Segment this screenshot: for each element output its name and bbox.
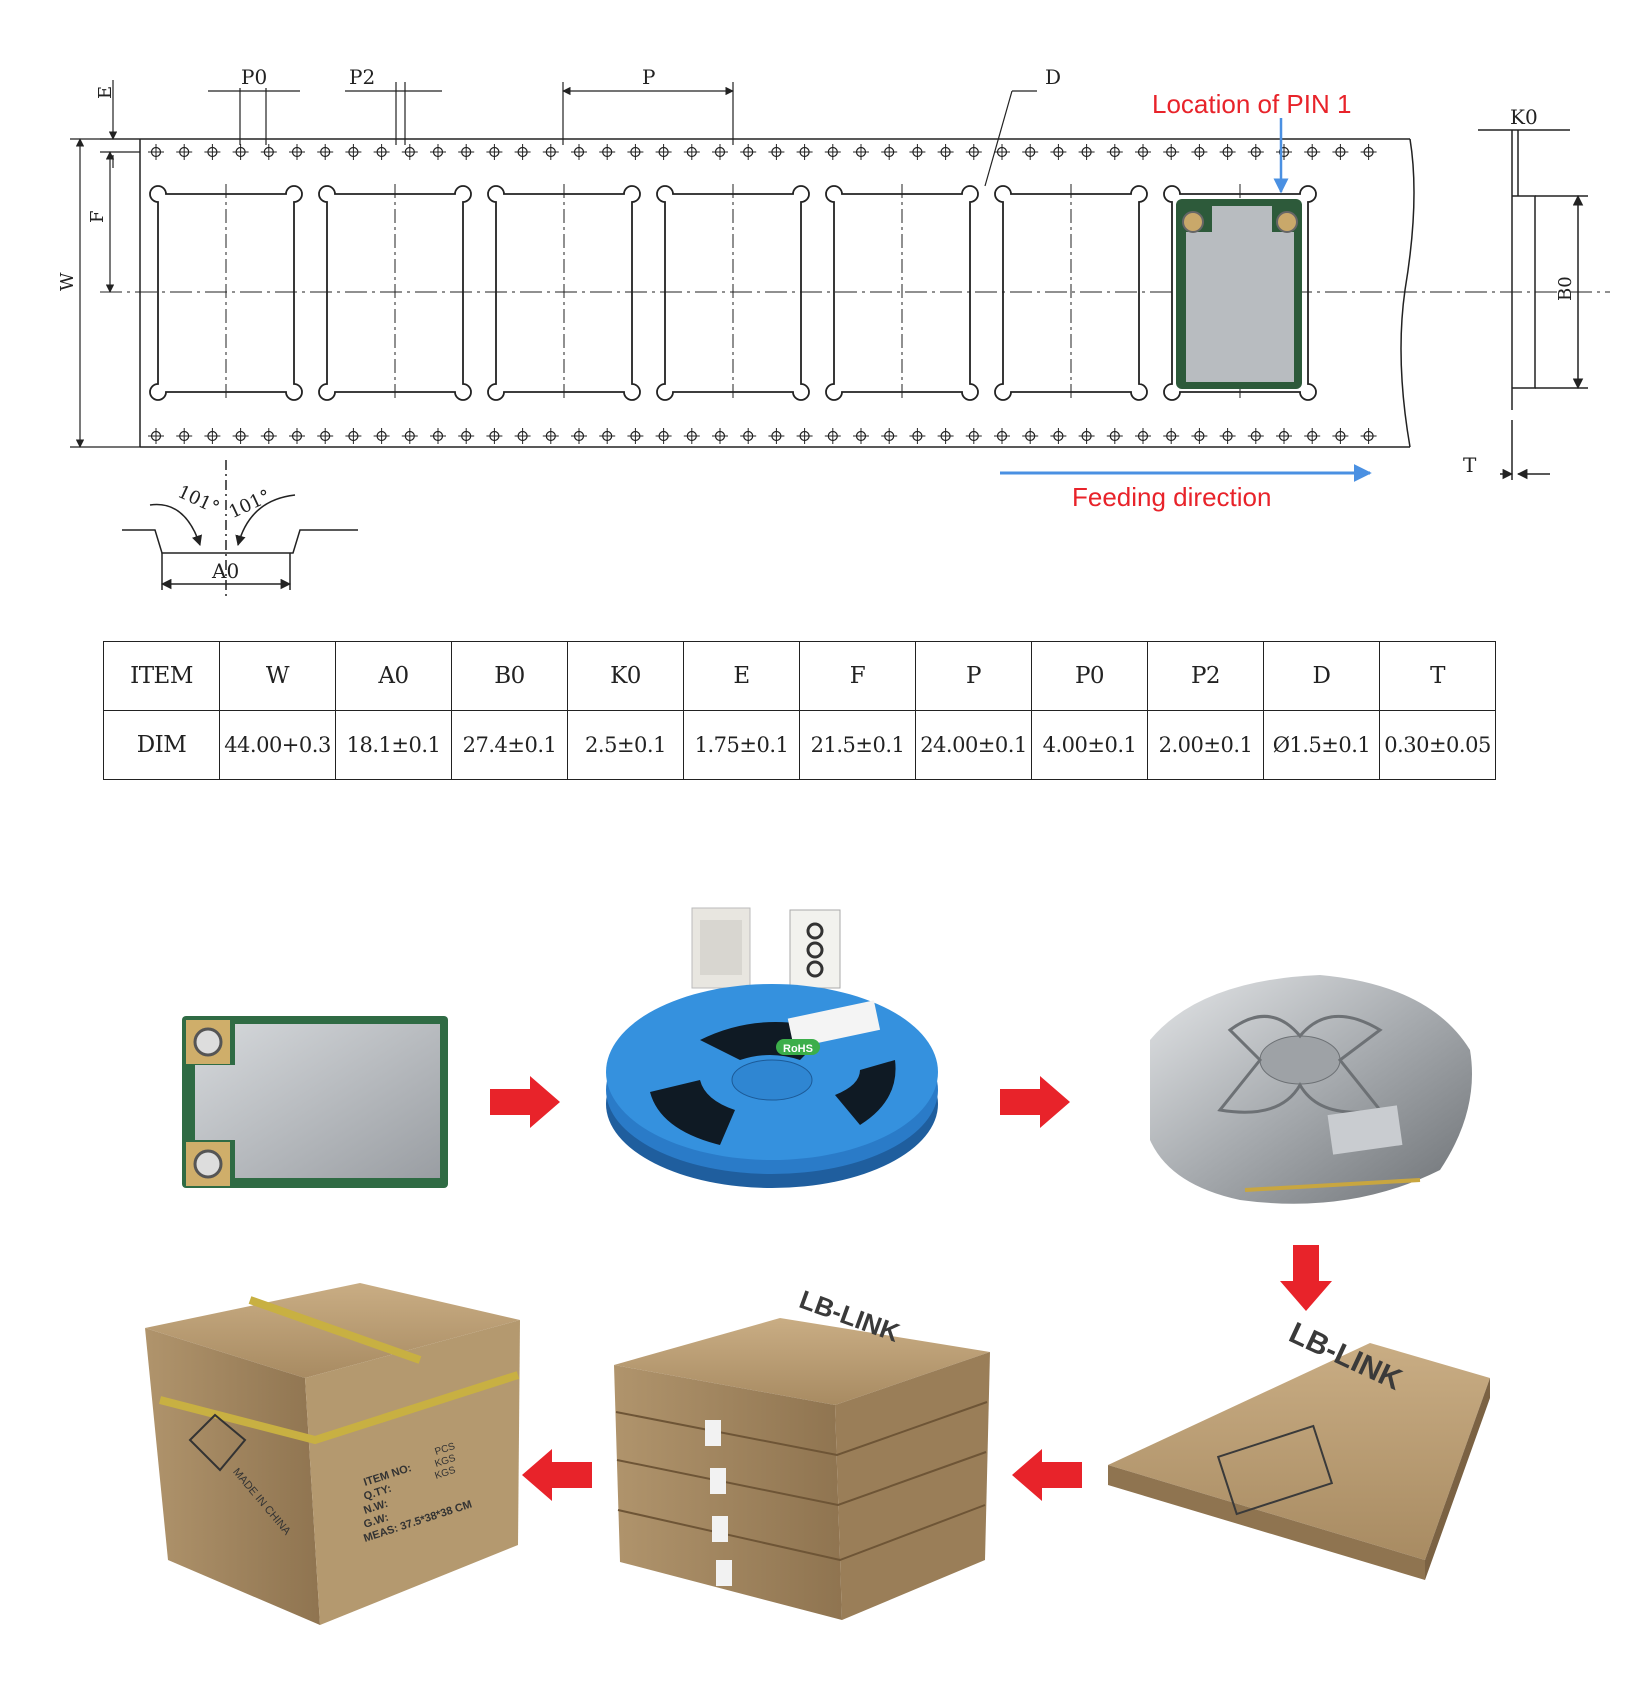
label-P0: P0 — [241, 65, 267, 89]
wifi-module-image — [182, 1016, 448, 1188]
tape-side-profile — [1478, 129, 1588, 480]
table-value-k0: 2.5±0.1 — [567, 710, 684, 780]
tape-pocket — [994, 185, 1148, 401]
arrow-left-icon — [1012, 1449, 1082, 1501]
arrow-left-icon — [522, 1449, 592, 1501]
inner-box-image: LB-LINK — [1108, 1316, 1490, 1580]
humidity-card-image — [789, 909, 841, 989]
carton-label-unit: KGS — [434, 1453, 458, 1470]
table-header-item: ITEM — [103, 641, 220, 711]
tape-pocket — [1163, 185, 1317, 401]
sealed-reel-image — [1150, 975, 1472, 1204]
label-D: D — [1045, 65, 1061, 89]
table-value-e: 1.75±0.1 — [683, 710, 800, 780]
label-E: E — [95, 86, 116, 99]
top-dimensions — [70, 80, 1037, 448]
carton-label-text: ITEM NO:Q.TY:N.W:G.W:MEAS: 37.5*38*38 CM… — [362, 1441, 473, 1545]
tape-pockets — [149, 184, 1317, 402]
pin1-label: Location of PIN 1 — [1152, 89, 1351, 119]
carton-label-unit: KGS — [434, 1465, 458, 1482]
stacked-box-brand: LB-LINK — [796, 1284, 904, 1348]
table-header-d: D — [1263, 641, 1380, 711]
table-value-d: Ø1.5±0.1 — [1263, 710, 1380, 780]
carton-label-unit: PCS — [434, 1441, 457, 1458]
table-header-b0: B0 — [451, 641, 568, 711]
table-value-a0: 18.1±0.1 — [335, 710, 452, 780]
carton-label-line: N.W: — [362, 1498, 389, 1517]
sprocket-holes-bottom — [148, 428, 1377, 444]
label-P2: P2 — [349, 65, 375, 89]
pocket-cross-section — [122, 460, 358, 600]
table-header-p2: P2 — [1147, 641, 1264, 711]
carton-side-text: MADE IN CHINA — [230, 1466, 293, 1538]
inner-box-brand: LB-LINK — [1284, 1316, 1407, 1397]
table-value-b0: 27.4±0.1 — [451, 710, 568, 780]
shipping-carton-image: MADE IN CHINA ITEM NO:Q.TY:N.W:G.W:MEAS:… — [145, 1283, 520, 1625]
table-header-t: T — [1379, 641, 1496, 711]
carton-label-line: ITEM NO: — [362, 1462, 413, 1489]
tape-pocket — [149, 185, 303, 401]
blue-reel-image: RoHS — [606, 984, 938, 1188]
label-A0: A0 — [211, 559, 239, 583]
table-value-p2: 2.00±0.1 — [1147, 710, 1264, 780]
tape-pocket — [318, 185, 472, 401]
flow-arrows — [490, 1076, 1332, 1501]
table-header-p0: P0 — [1031, 641, 1148, 711]
arrow-right-icon — [1000, 1076, 1070, 1128]
table-header-k0: K0 — [567, 641, 684, 711]
table-header-w: W — [219, 641, 336, 711]
tape-pocket — [825, 185, 979, 401]
table-value-w: 44.00+0.3 — [219, 710, 336, 780]
feed-label: Feeding direction — [1072, 482, 1271, 512]
carton-label-line: Q.TY: — [362, 1483, 393, 1503]
label-B0: B0 — [1555, 276, 1576, 301]
rohs-label: RoHS — [783, 1043, 813, 1055]
table-value-t: 0.30±0.05 — [1379, 710, 1496, 780]
sprocket-holes-top — [148, 144, 1377, 160]
stacked-boxes-image: LB-LINK — [614, 1284, 990, 1620]
label-T: T — [1463, 453, 1477, 477]
carton-label-line: MEAS: 37.5*38*38 CM — [362, 1498, 473, 1544]
carrier-tape-drawing: P0 P2 P D E F W K0 B0 T A0 101° 101° Loc… — [57, 65, 1610, 600]
label-F: F — [87, 211, 108, 224]
table-header-f: F — [799, 641, 916, 711]
label-K0: K0 — [1510, 105, 1538, 129]
tape-outline — [139, 138, 1415, 448]
table-value-p0: 4.00±0.1 — [1031, 710, 1148, 780]
carton-label-line: G.W: — [362, 1512, 390, 1531]
table-header-e: E — [683, 641, 800, 711]
table-header-p: P — [915, 641, 1032, 711]
module-in-pocket — [1176, 199, 1302, 389]
table-header-a0: A0 — [335, 641, 452, 711]
desiccant-bag-image — [691, 907, 751, 989]
label-W: W — [57, 272, 78, 291]
label-P: P — [642, 65, 655, 89]
table-header-dim: DIM — [103, 710, 220, 780]
arrow-right-icon — [490, 1076, 560, 1128]
tape-pocket — [487, 185, 641, 401]
label-angle-right: 101° — [226, 486, 274, 523]
table-value-f: 21.5±0.1 — [799, 710, 916, 780]
table-value-p: 24.00±0.1 — [915, 710, 1032, 780]
arrow-down-icon — [1280, 1245, 1332, 1311]
tape-pocket — [656, 185, 810, 401]
